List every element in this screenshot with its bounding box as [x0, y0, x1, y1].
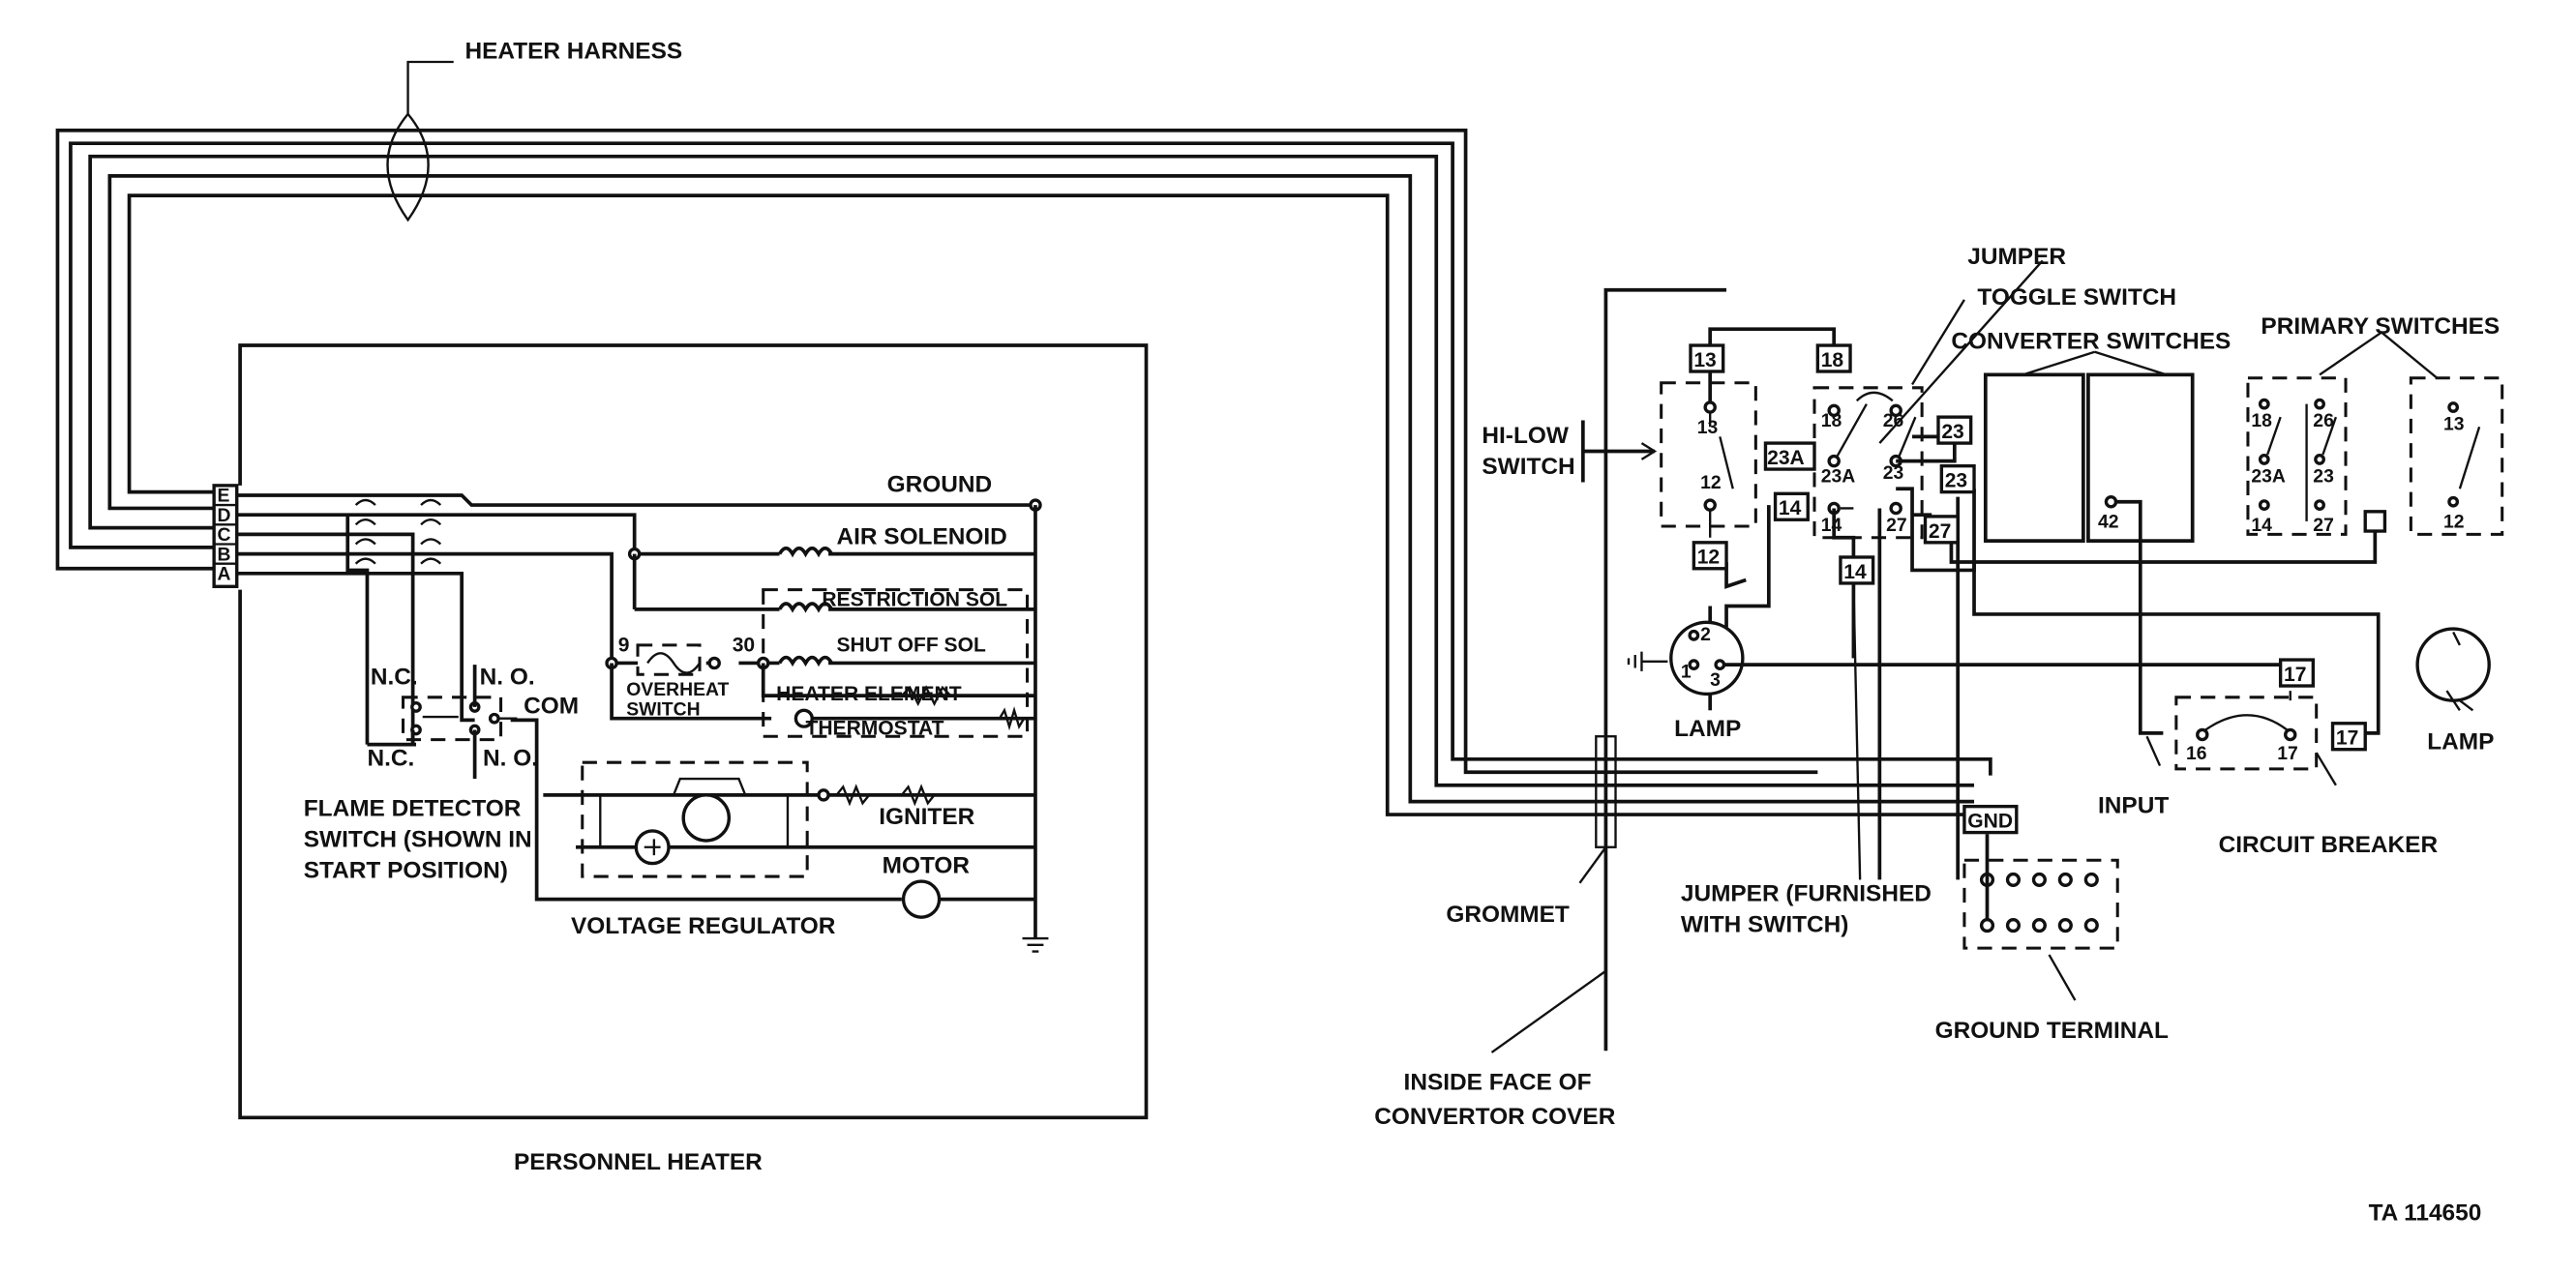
primary-terminal-12: 12: [2443, 512, 2465, 533]
hi-low-terminal-13: 13: [1697, 417, 1719, 438]
primary-switches-label: PRIMARY SWITCHES: [2261, 313, 2500, 340]
tag-14-lower: 14: [1843, 561, 1867, 583]
tag-27: 27: [1929, 520, 1951, 543]
toggle-terminal-26: 26: [1883, 410, 1904, 431]
igniter-label: IGNITER: [879, 804, 974, 830]
input-label: INPUT: [2098, 792, 2169, 818]
tag-gnd: GND: [1967, 811, 2013, 833]
converter-terminal-42: 42: [2098, 512, 2119, 533]
tag-23-upper: 23: [1941, 421, 1963, 443]
toggle-terminal-23: 23: [1883, 462, 1904, 484]
lamp-terminal-2: 2: [1700, 624, 1711, 645]
tag-23-lower: 23: [1945, 470, 1967, 492]
inside-face-label-1: INSIDE FACE OF: [1404, 1070, 1592, 1096]
nc-top-label: N.C.: [371, 664, 418, 690]
inside-face-label-2: CONVERTOR COVER: [1374, 1104, 1615, 1130]
toggle-terminal-14: 14: [1821, 515, 1842, 536]
flame-detector-label-3: START POSITION): [304, 858, 508, 884]
flame-detector-label-1: FLAME DETECTOR: [304, 796, 522, 822]
tag-17-lower: 17: [2336, 727, 2358, 750]
jumper-furnished-label-2: WITH SWITCH): [1681, 911, 1849, 937]
tag-23a: 23A: [1767, 447, 1805, 469]
harness-letter-c: C: [218, 524, 231, 546]
personnel-heater-label: PERSONNEL HEATER: [514, 1149, 763, 1175]
primary-terminal-26: 26: [2313, 410, 2334, 431]
tag-18: 18: [1821, 349, 1844, 371]
restriction-sol-label: RESTRICTION SOL: [822, 589, 1007, 611]
no-bottom-label: N. O.: [483, 746, 538, 772]
lamp-terminal-1: 1: [1681, 662, 1692, 683]
toggle-terminal-27: 27: [1886, 515, 1907, 536]
ground-label: GROUND: [887, 472, 992, 498]
grommet-label: GROMMET: [1446, 902, 1570, 928]
primary-terminal-23: 23: [2313, 466, 2334, 488]
primary-terminal-23a: 23A: [2251, 466, 2286, 488]
heater-element-label: HEATER ELEMENT: [776, 683, 962, 705]
personnel-heater-wiring: [236, 493, 1049, 953]
ground-terminal-label: GROUND TERMINAL: [1935, 1018, 2169, 1044]
primary-terminal-27: 27: [2313, 515, 2334, 536]
tag-13: 13: [1693, 349, 1716, 371]
lamp-right-label: LAMP: [2427, 729, 2494, 756]
no-top-label: N. O.: [480, 664, 535, 690]
breaker-terminal-16: 16: [2186, 743, 2207, 764]
hi-low-terminal-12: 12: [1700, 472, 1722, 493]
harness-letter-a: A: [218, 564, 231, 585]
flame-detector-label-2: SWITCH (SHOWN IN: [304, 827, 532, 853]
toggle-terminal-18: 18: [1821, 410, 1842, 431]
primary-terminal-13: 13: [2443, 414, 2465, 435]
terminal-9-label: 9: [618, 635, 630, 657]
lamp-terminal-3: 3: [1710, 669, 1721, 691]
tag-17-upper: 17: [2284, 664, 2306, 686]
motor-label: MOTOR: [883, 853, 971, 879]
nc-bottom-label: N.C.: [367, 746, 414, 772]
lamp-left-label: LAMP: [1674, 716, 1741, 742]
jumper-furnished-label-1: JUMPER (FURNISHED: [1681, 880, 1932, 906]
harness-letter-d: D: [218, 505, 231, 526]
voltage-regulator-label: VOLTAGE REGULATOR: [571, 913, 836, 939]
hi-low-label-2: SWITCH: [1482, 454, 1574, 480]
shut-off-sol-label: SHUT OFF SOL: [836, 635, 985, 657]
personnel-heater-enclosure: [238, 343, 1149, 1120]
heater-harness-bundle: [55, 60, 1992, 816]
toggle-switch-label: TOGGLE SWITCH: [1977, 284, 2176, 311]
converter-wiring: [1490, 259, 2504, 1053]
terminal-tags: [1689, 343, 2367, 835]
harness-letter-b: B: [218, 544, 231, 565]
breaker-terminal-17: 17: [2277, 743, 2298, 764]
com-label: COM: [524, 694, 579, 720]
jumper-label: JUMPER: [1967, 244, 2066, 270]
tag-14-left: 14: [1779, 497, 1802, 519]
hi-low-label-1: HI-LOW: [1482, 423, 1569, 449]
thermostat-label: THERMOSTAT: [805, 718, 944, 740]
converter-switches-label: CONVERTER SWITCHES: [1951, 328, 2231, 354]
primary-terminal-14: 14: [2251, 515, 2272, 536]
terminal-30-label: 30: [733, 635, 755, 657]
overheat-label: OVERHEAT: [626, 679, 729, 700]
overheat-switch-label: SWITCH: [626, 698, 700, 720]
heater-harness-label: HEATER HARNESS: [465, 39, 683, 65]
figure-id-label: TA 114650: [2369, 1200, 2482, 1226]
circuit-breaker-label: CIRCUIT BREAKER: [2219, 832, 2439, 858]
tag-12: 12: [1697, 547, 1720, 569]
toggle-terminal-23a: 23A: [1821, 466, 1856, 488]
harness-connector: E D C B A: [212, 484, 239, 588]
air-solenoid-label: AIR SOLENOID: [836, 524, 1006, 550]
primary-terminal-18: 18: [2251, 410, 2272, 431]
harness-letter-e: E: [218, 486, 230, 507]
